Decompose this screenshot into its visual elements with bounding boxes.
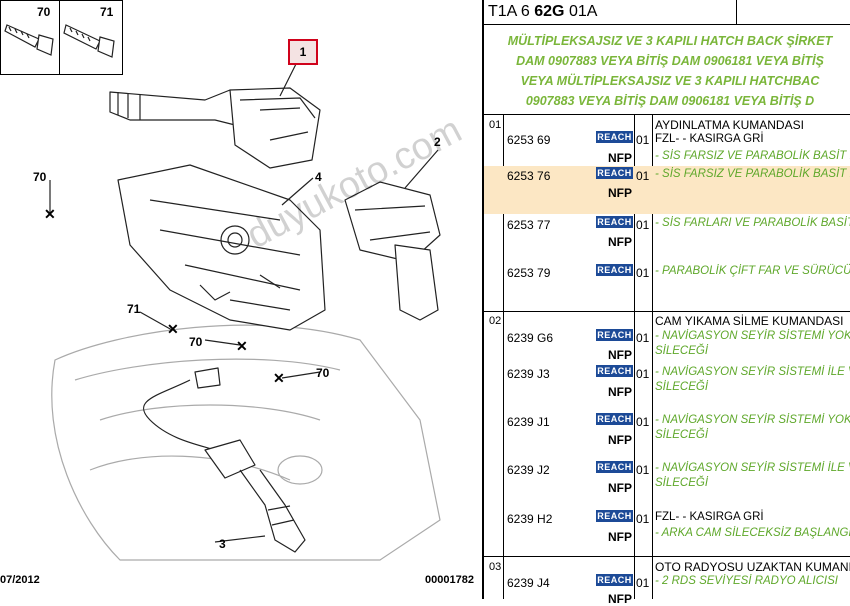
quantity: 01 bbox=[636, 266, 650, 280]
reach-badge: REACH bbox=[596, 264, 633, 276]
quantity: 01 bbox=[636, 463, 650, 477]
group-title: AYDINLATMA KUMANDASI bbox=[655, 118, 804, 132]
part-number[interactable]: 6253 79 bbox=[507, 266, 551, 280]
nfp-label: NFP bbox=[608, 530, 632, 544]
part-number[interactable]: 6253 77 bbox=[507, 218, 551, 232]
callout-2[interactable]: 2 bbox=[434, 135, 441, 149]
cross-marker-70b: ✕ bbox=[236, 338, 248, 354]
group-number: 03 bbox=[489, 561, 502, 573]
callout-4[interactable]: 4 bbox=[315, 170, 322, 184]
nfp-label: NFP bbox=[608, 592, 632, 606]
cross-marker-70c: ✕ bbox=[273, 370, 285, 386]
nfp-label: NFP bbox=[608, 481, 632, 495]
reach-badge: REACH bbox=[596, 365, 633, 377]
row-description: - 2 RDS SEVİYESİ RADYO ALICISI bbox=[655, 575, 838, 587]
diagram-drawing: ✕ ✕ ✕ ✕ bbox=[44, 59, 441, 561]
nfp-label: NFP bbox=[608, 186, 632, 200]
row-description: - PARABOLİK ÇİFT FAR VE SÜRÜCÜ bbox=[655, 265, 850, 277]
row-description-cont: SİLECEĞİ bbox=[655, 429, 709, 441]
note-line: VEYA MÜLTİPLEKSAJSIZ VE 3 KAPILI HATCHBA… bbox=[520, 74, 820, 88]
reach-badge: REACH bbox=[596, 461, 633, 473]
group-title: CAM YIKAMA SİLME KUMANDASI bbox=[655, 314, 844, 328]
applicability-note: MÜLTİPLEKSAJSIZ VE 3 KAPILI HATCH BACK Ş… bbox=[484, 26, 850, 115]
quantity: 01 bbox=[636, 218, 650, 232]
group-number: 01 bbox=[489, 119, 502, 131]
row-description: FZL- - KASIRGA GRİ bbox=[655, 511, 764, 523]
part-number[interactable]: 6239 J2 bbox=[507, 463, 550, 477]
quantity: 01 bbox=[636, 169, 650, 183]
screw-box-label: 70 bbox=[37, 5, 51, 19]
quantity: 01 bbox=[636, 512, 650, 526]
reach-badge: REACH bbox=[596, 413, 633, 425]
note-line: 0907883 VEYA BİTİŞ DAM 0906181 VEYA BİTİ… bbox=[525, 94, 815, 108]
screw-box-71: 71 bbox=[59, 0, 123, 75]
note-line: MÜLTİPLEKSAJSIZ VE 3 KAPILI HATCH BACK Ş… bbox=[507, 34, 833, 48]
screw-71-icon bbox=[63, 24, 115, 58]
callout-1-highlighted[interactable]: 1 bbox=[288, 39, 318, 65]
panel-header: T1A 6 62G 01A bbox=[484, 0, 850, 25]
group-separator bbox=[484, 311, 850, 312]
callout-70[interactable]: 70 bbox=[189, 335, 203, 349]
quantity: 01 bbox=[636, 576, 650, 590]
callout-70[interactable]: 70 bbox=[33, 170, 47, 184]
part-number[interactable]: 6253 76 bbox=[507, 169, 551, 183]
part-number[interactable]: 6239 J4 bbox=[507, 576, 550, 590]
reach-badge: REACH bbox=[596, 574, 633, 586]
screw-box-70: 70 bbox=[0, 0, 62, 75]
row-description: - NAVİGASYON SEYİR SİSTEMİ YOK bbox=[655, 330, 850, 342]
part-number[interactable]: 6239 J1 bbox=[507, 415, 550, 429]
parts-list-panel: T1A 6 62G 01A MÜLTİPLEKSAJSIZ VE 3 KAPIL… bbox=[482, 0, 850, 606]
reach-badge: REACH bbox=[596, 329, 633, 341]
row-description-cont: SİLECEĞİ bbox=[655, 345, 709, 357]
quantity: 01 bbox=[636, 415, 650, 429]
nfp-label: NFP bbox=[608, 235, 632, 249]
row-description-variant: - ARKA CAM SİLECEKSİZ BAŞLANGI bbox=[655, 527, 850, 539]
row-description: - NAVİGASYON SEYİR SİSTEMİ İLE V bbox=[655, 366, 850, 378]
diagram-date: 07/2012 bbox=[0, 574, 40, 586]
quantity: 01 bbox=[636, 367, 650, 381]
note-line: DAM 0907883 VEYA BİTİŞ DAM 0906181 VEYA … bbox=[516, 54, 824, 68]
column-divider bbox=[503, 115, 504, 599]
row-description-variant: - SİS FARSIZ VE PARABOLİK BASİT F bbox=[655, 150, 850, 162]
row-description: - SİS FARLARI VE PARABOLİK BASİT bbox=[655, 217, 850, 229]
part-group-code: T1A 6 62G 01A bbox=[488, 3, 598, 20]
callout-3[interactable]: 3 bbox=[219, 537, 226, 551]
reach-badge: REACH bbox=[596, 510, 633, 522]
nfp-label: NFP bbox=[608, 433, 632, 447]
nfp-label: NFP bbox=[608, 348, 632, 362]
column-divider bbox=[652, 115, 653, 599]
screw-70-icon bbox=[4, 24, 54, 56]
part-number[interactable]: 6253 69 bbox=[507, 133, 551, 147]
column-divider bbox=[634, 115, 635, 599]
reach-badge: REACH bbox=[596, 131, 633, 143]
reach-badge: REACH bbox=[596, 167, 633, 179]
cross-marker-70a: ✕ bbox=[44, 206, 56, 222]
callout-70[interactable]: 70 bbox=[316, 366, 330, 380]
group-number: 02 bbox=[489, 315, 502, 327]
nfp-label: NFP bbox=[608, 151, 632, 165]
nfp-label: NFP bbox=[608, 385, 632, 399]
screw-box-label: 71 bbox=[100, 5, 114, 19]
selected-row-highlight bbox=[484, 166, 850, 214]
quantity: 01 bbox=[636, 331, 650, 345]
diagram-reference-number: 00001782 bbox=[425, 574, 474, 586]
exploded-parts-diagram: ✕ ✕ ✕ ✕ 70 71 1 2 4 70 71 70 70 bbox=[0, 0, 474, 586]
reach-badge: REACH bbox=[596, 216, 633, 228]
callout-71[interactable]: 71 bbox=[127, 302, 141, 316]
row-description: FZL- - KASIRGA GRİ bbox=[655, 133, 764, 145]
cross-marker-71: ✕ bbox=[167, 321, 179, 337]
quantity: 01 bbox=[636, 133, 650, 147]
row-description-cont: SİLECEĞİ bbox=[655, 381, 709, 393]
part-number[interactable]: 6239 G6 bbox=[507, 331, 554, 345]
row-description: - NAVİGASYON SEYİR SİSTEMİ YOK bbox=[655, 414, 850, 426]
group-separator bbox=[484, 556, 850, 557]
part-number[interactable]: 6239 H2 bbox=[507, 512, 553, 526]
header-divider bbox=[736, 0, 737, 24]
row-description: - SİS FARSIZ VE PARABOLİK BASİT F bbox=[655, 168, 850, 180]
group-title: OTO RADYOSU UZAKTAN KUMANDA bbox=[655, 560, 850, 574]
row-description-cont: SİLECEĞİ bbox=[655, 477, 709, 489]
row-description: - NAVİGASYON SEYİR SİSTEMİ İLE V bbox=[655, 462, 850, 474]
part-number[interactable]: 6239 J3 bbox=[507, 367, 550, 381]
